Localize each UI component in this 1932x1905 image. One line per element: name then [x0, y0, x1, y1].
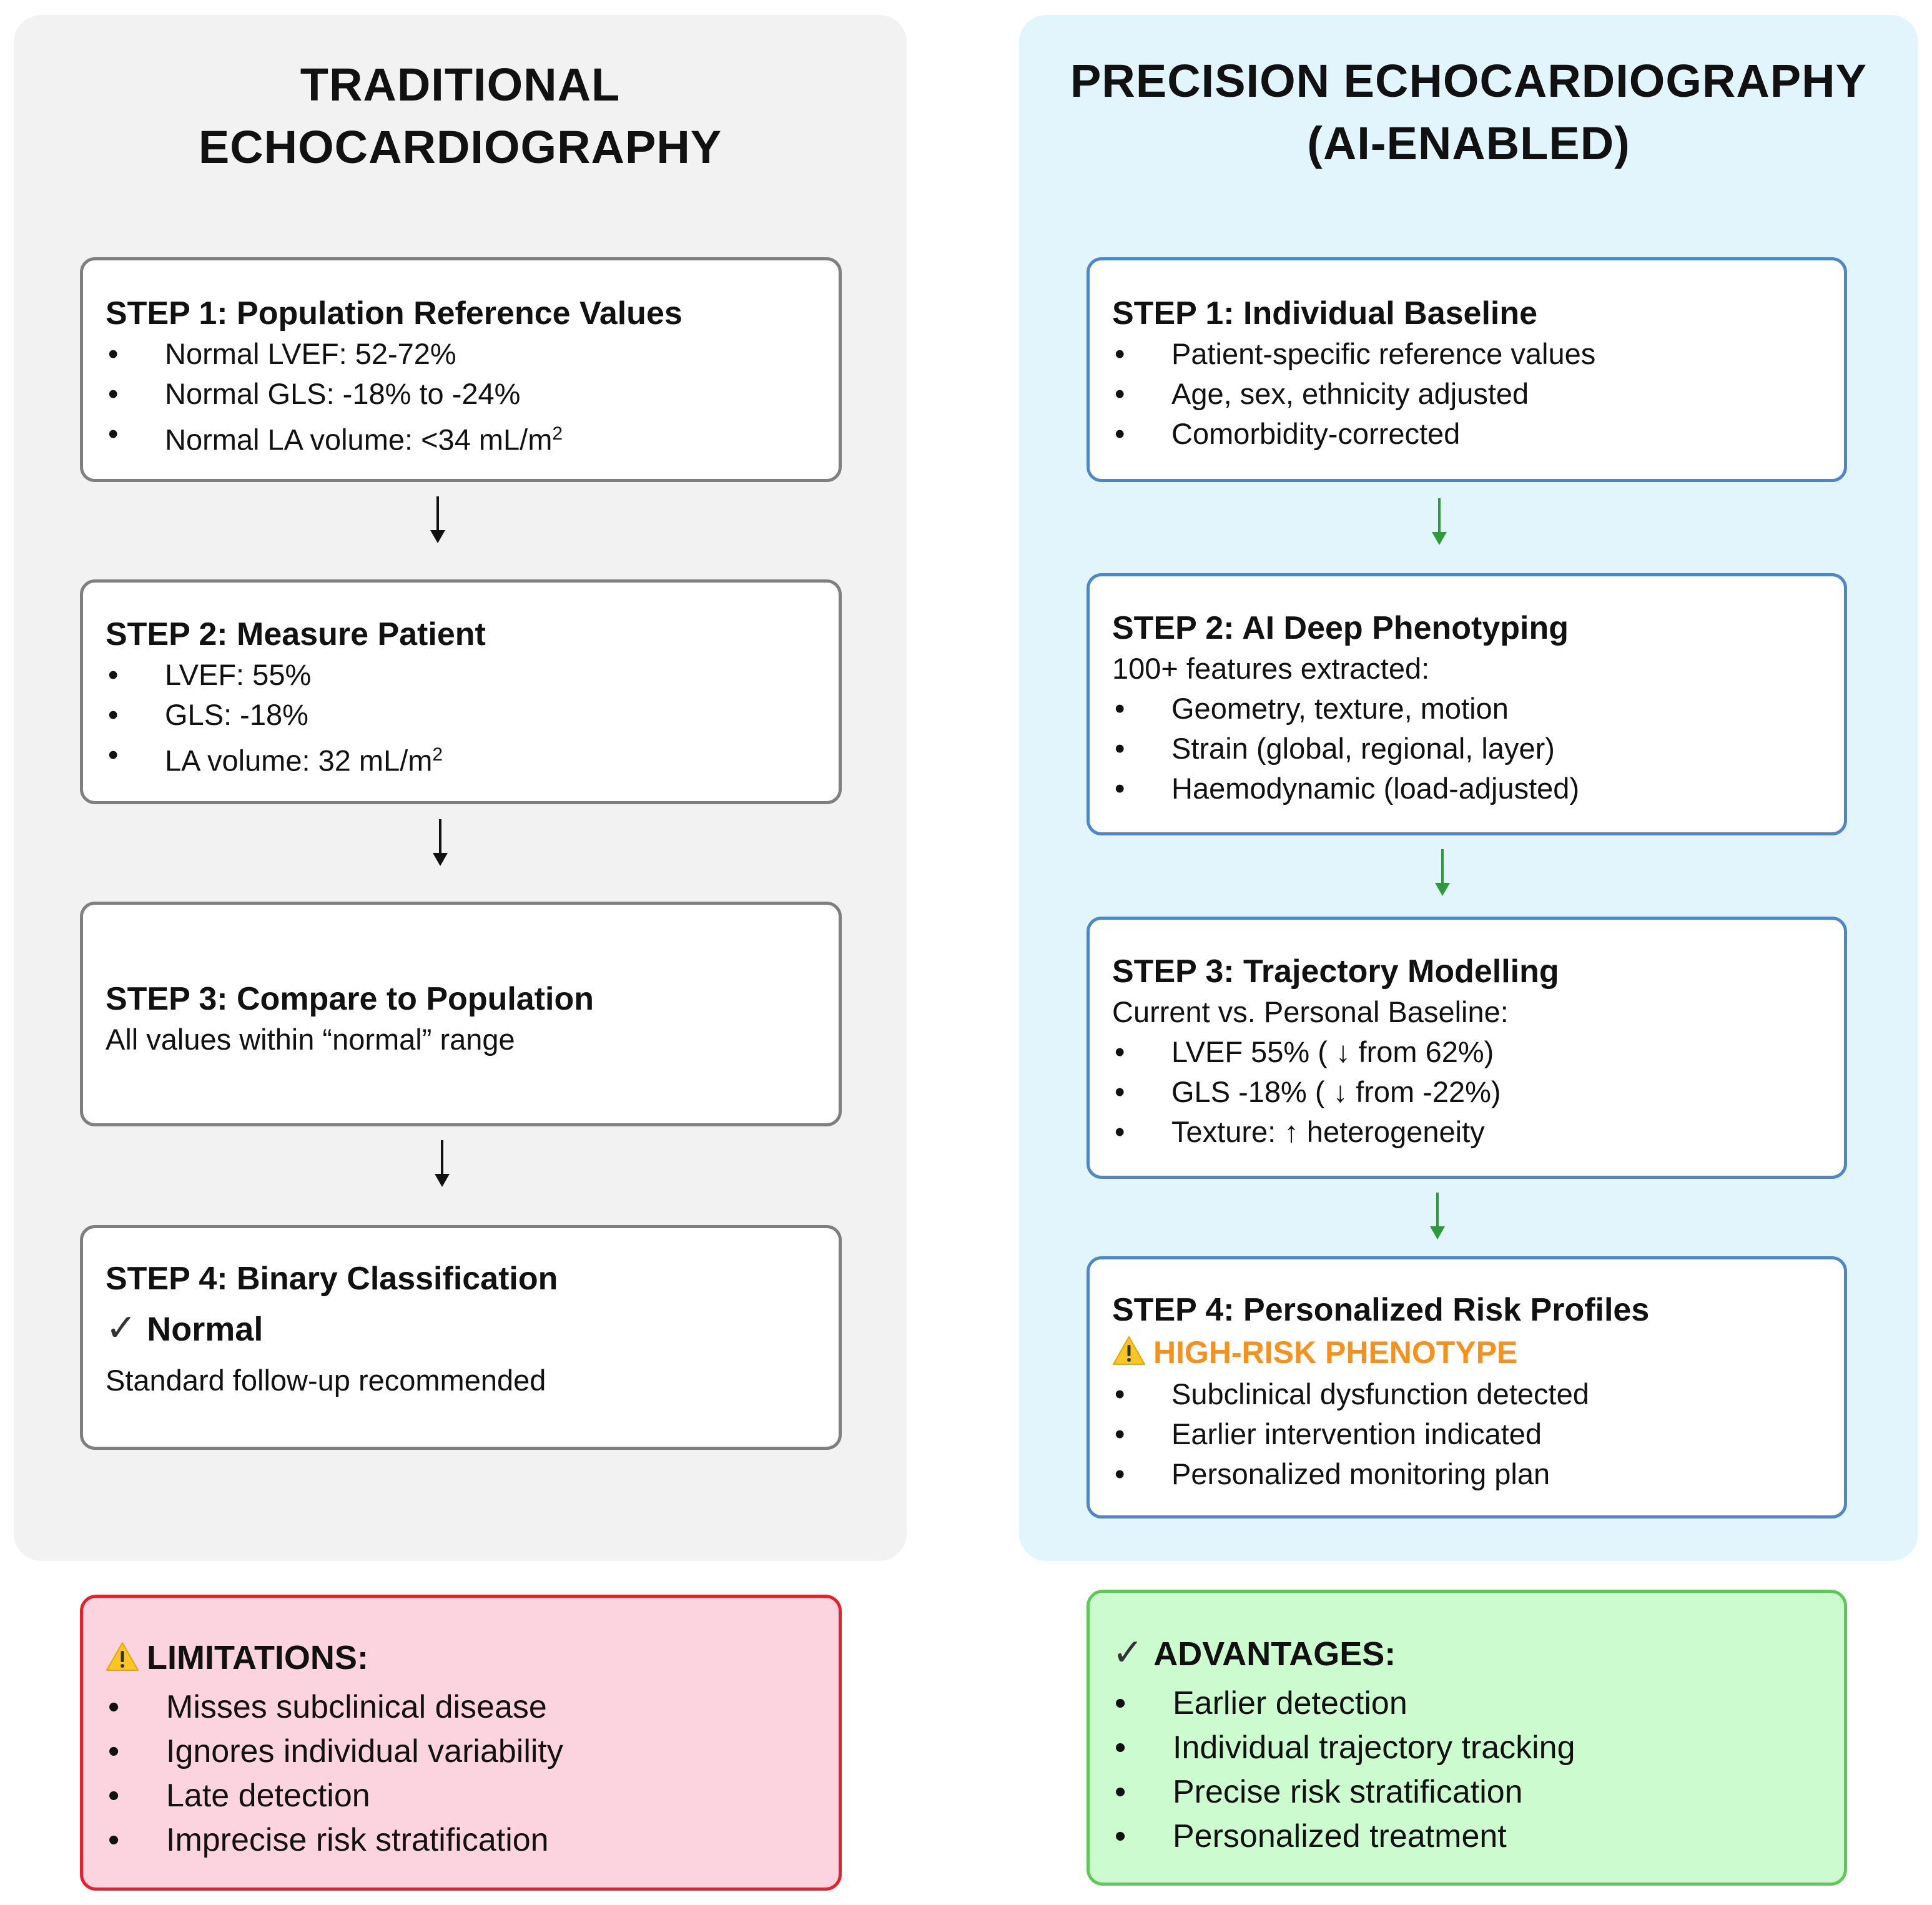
list-item: Imprecise risk stratification: [106, 1818, 816, 1863]
precision-step4-list: Subclinical dysfunction detected Earlier…: [1112, 1374, 1821, 1494]
list-item: Misses subclinical disease: [106, 1685, 816, 1730]
down-arrow-icon: [1433, 849, 1452, 896]
advantages-box: ✓ADVANTAGES: Earlier detection Individua…: [1087, 1590, 1847, 1886]
traditional-step2-box: STEP 2: Measure Patient LVEF: 55% GLS: -…: [80, 579, 842, 804]
list-item-text: LA volume: 32 mL/m: [165, 744, 433, 777]
precision-step3-title: STEP 3: Trajectory Modelling: [1112, 953, 1559, 990]
list-item: Normal GLS: -18% to -24%: [106, 374, 816, 414]
precision-step2-list: Geometry, texture, motion Strain (global…: [1112, 689, 1821, 809]
traditional-step3-text: All values within “normal” range: [106, 1023, 515, 1056]
traditional-step1-box: STEP 1: Population Reference Values Norm…: [80, 257, 842, 482]
precision-step2-intro: 100+ features extracted:: [1112, 652, 1430, 685]
limitations-box: LIMITATIONS: Misses subclinical disease …: [80, 1595, 842, 1891]
traditional-title-line2: ECHOCARDIOGRAPHY: [198, 121, 722, 173]
traditional-step2-title: STEP 2: Measure Patient: [106, 616, 486, 652]
down-arrow-icon: [431, 819, 450, 866]
advantages-list: Earlier detection Individual trajectory …: [1112, 1681, 1821, 1859]
traditional-step4-note: Standard follow-up recommended: [106, 1364, 546, 1397]
list-item: Precise risk stratification: [1112, 1770, 1821, 1814]
limitations-list: Misses subclinical disease Ignores indiv…: [106, 1685, 816, 1863]
precision-step2-title: STEP 2: AI Deep Phenotyping: [1112, 610, 1569, 646]
precision-step4-box: STEP 4: Personalized Risk Profiles HIGH-…: [1087, 1256, 1847, 1519]
precision-title-line1: PRECISION ECHOCARDIOGRAPHY: [1070, 55, 1867, 107]
list-item: Age, sex, ethnicity adjusted: [1112, 374, 1821, 414]
list-item: Ignores individual variability: [106, 1730, 816, 1774]
limitations-title: LIMITATIONS:: [147, 1639, 368, 1676]
list-item: Late detection: [106, 1774, 816, 1818]
traditional-step3-title: STEP 3: Compare to Population: [106, 981, 594, 1017]
down-arrow-icon: [1428, 1193, 1447, 1239]
superscript: 2: [552, 423, 563, 444]
precision-step1-list: Patient-specific reference values Age, s…: [1112, 334, 1821, 454]
risk-warning-label: HIGH-RISK PHENOTYPE: [1153, 1335, 1518, 1370]
advantages-heading: ✓ADVANTAGES:: [1112, 1628, 1821, 1679]
precision-step4-title: STEP 4: Personalized Risk Profiles: [1112, 1292, 1650, 1328]
traditional-step3-box: STEP 3: Compare to Population All values…: [80, 902, 842, 1126]
precision-step2-box: STEP 2: AI Deep Phenotyping 100+ feature…: [1087, 573, 1847, 835]
precision-step3-intro: Current vs. Personal Baseline:: [1112, 995, 1509, 1028]
classification-result: ✓ Normal: [106, 1303, 816, 1354]
traditional-step4-box: STEP 4: Binary Classification ✓ Normal St…: [80, 1225, 842, 1450]
list-item: GLS: -18%: [106, 695, 816, 735]
check-icon: ✓: [1112, 1632, 1144, 1673]
list-item: Haemodynamic (load-adjusted): [1112, 769, 1821, 809]
precision-title: PRECISION ECHOCARDIOGRAPHY (AI-ENABLED): [1019, 50, 1918, 175]
down-arrow-icon: [433, 1140, 451, 1187]
check-icon: ✓: [106, 1307, 137, 1349]
precision-step1-title: STEP 1: Individual Baseline: [1112, 295, 1538, 332]
precision-title-line2: (AI-ENABLED): [1307, 117, 1630, 169]
list-item: Personalized treatment: [1112, 1814, 1821, 1859]
list-item: Patient-specific reference values: [1112, 334, 1821, 374]
list-item: Texture: ↑ heterogeneity: [1112, 1112, 1821, 1152]
down-arrow-icon: [428, 496, 447, 543]
list-item-text: Normal LA volume: <34 mL/m: [165, 423, 553, 456]
list-item: Subclinical dysfunction detected: [1112, 1374, 1821, 1414]
list-item: Earlier detection: [1112, 1681, 1821, 1726]
list-item: Geometry, texture, motion: [1112, 689, 1821, 729]
traditional-title: TRADITIONAL ECHOCARDIOGRAPHY: [14, 54, 907, 179]
list-item: GLS -18% ( ↓ from -22%): [1112, 1072, 1821, 1112]
traditional-step2-list: LVEF: 55% GLS: -18% LA volume: 32 mL/m2: [106, 655, 816, 781]
superscript: 2: [432, 744, 443, 765]
list-item: LVEF: 55%: [106, 655, 816, 695]
precision-step1-box: STEP 1: Individual Baseline Patient-spec…: [1087, 257, 1847, 482]
list-item: Strain (global, regional, layer): [1112, 729, 1821, 769]
list-item: Normal LA volume: <34 mL/m2: [106, 414, 816, 460]
list-item: LVEF 55% ( ↓ from 62%): [1112, 1032, 1821, 1072]
list-item: LA volume: 32 mL/m2: [106, 735, 816, 781]
traditional-title-line1: TRADITIONAL: [300, 59, 621, 111]
precision-step3-list: LVEF 55% ( ↓ from 62%) GLS -18% ( ↓ from…: [1112, 1032, 1821, 1152]
list-item: Personalized monitoring plan: [1112, 1454, 1821, 1494]
risk-warning: HIGH-RISK PHENOTYPE: [1112, 1331, 1821, 1374]
traditional-step1-title: STEP 1: Population Reference Values: [106, 295, 683, 332]
limitations-heading: LIMITATIONS:: [106, 1633, 816, 1683]
advantages-title: ADVANTAGES:: [1153, 1635, 1396, 1673]
list-item: Normal LVEF: 52-72%: [106, 334, 816, 374]
list-item: Earlier intervention indicated: [1112, 1414, 1821, 1454]
precision-step3-box: STEP 3: Trajectory Modelling Current vs.…: [1087, 917, 1847, 1179]
warning-icon: [106, 1635, 139, 1671]
classification-label: Normal: [147, 1311, 264, 1348]
warning-icon: [1112, 1333, 1146, 1365]
list-item: Comorbidity-corrected: [1112, 414, 1821, 454]
down-arrow-icon: [1430, 498, 1449, 545]
list-item: Individual trajectory tracking: [1112, 1726, 1821, 1770]
traditional-step1-list: Normal LVEF: 52-72% Normal GLS: -18% to …: [106, 334, 816, 460]
traditional-step4-title: STEP 4: Binary Classification: [106, 1261, 558, 1297]
